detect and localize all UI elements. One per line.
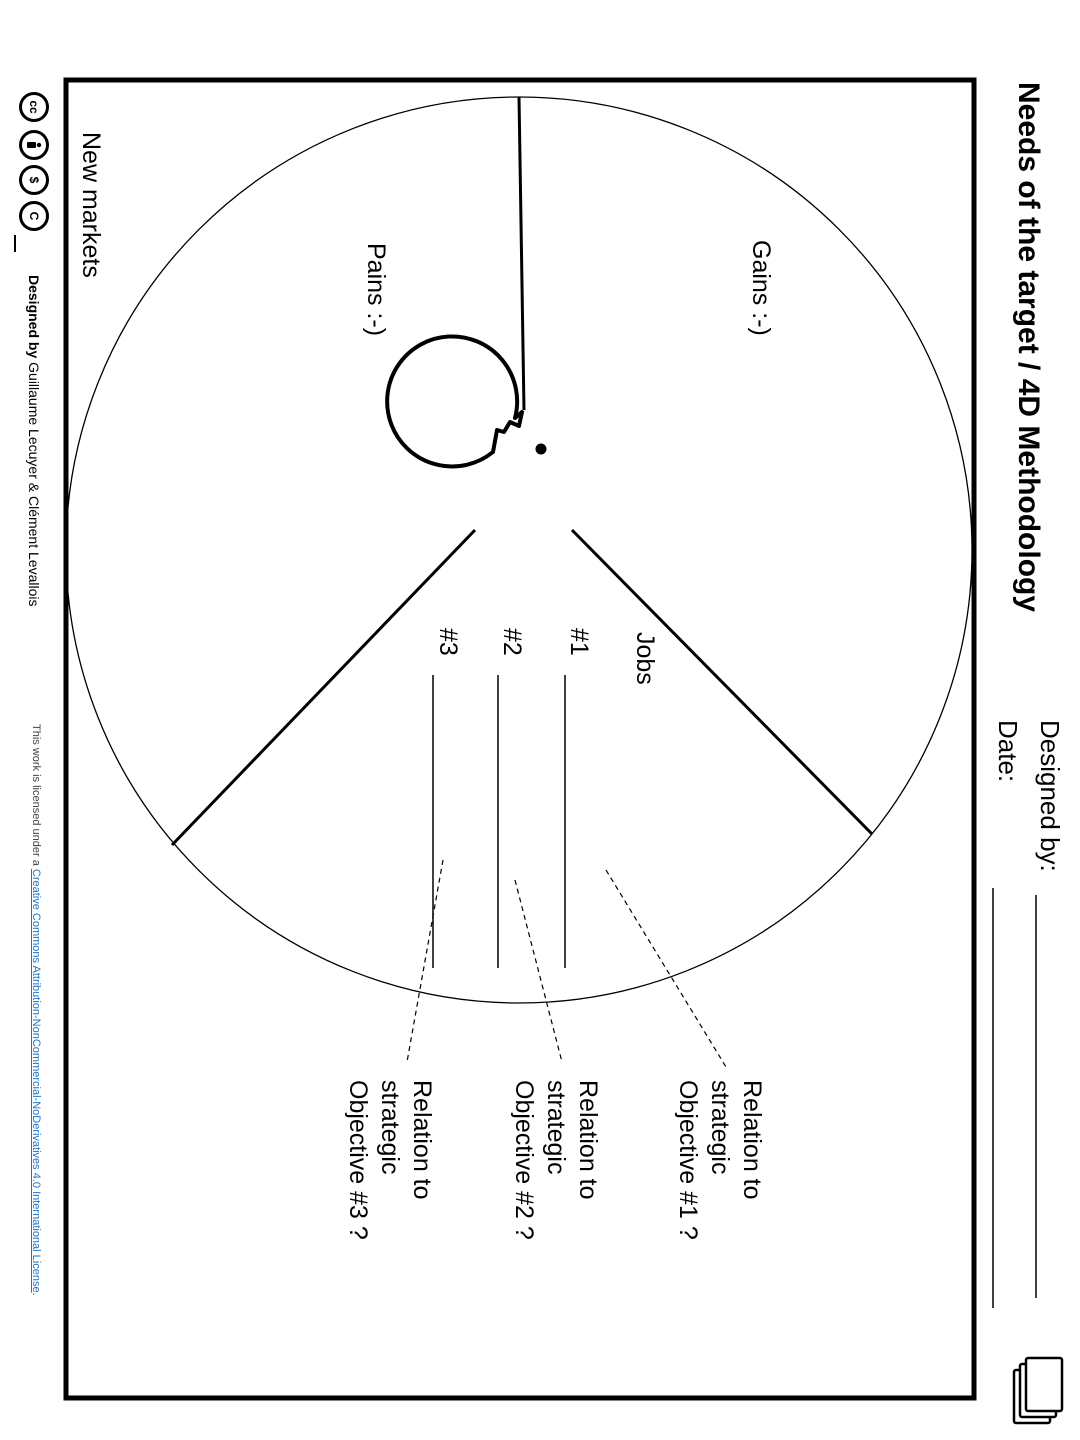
section-gains: Gains :-) bbox=[747, 240, 775, 336]
relation-3-line-3: Objective #3 ? bbox=[344, 1080, 372, 1240]
divider-gains-pains bbox=[517, 96, 526, 411]
date-label: Date: bbox=[993, 720, 1023, 783]
divider-gains-jobs bbox=[570, 528, 874, 836]
relation-2-line-2: strategic bbox=[542, 1080, 570, 1175]
relation-block-1: Relation to strategic Objective #1 ? bbox=[672, 1080, 768, 1240]
relation-2-line-1: Relation to bbox=[574, 1080, 602, 1200]
license-link[interactable]: Creative Commons Attribution-NonCommerci… bbox=[30, 868, 42, 1293]
target-circle bbox=[65, 96, 973, 1004]
relation-block-2: Relation to strategic Objective #2 ? bbox=[508, 1080, 604, 1240]
noderivatives-icon: C bbox=[19, 201, 49, 231]
relation-connector-3 bbox=[406, 859, 444, 1063]
relation-2-line-3: Objective #2 ? bbox=[510, 1080, 538, 1240]
noncommercial-icon: $ bbox=[19, 165, 49, 195]
license-suffix: . bbox=[30, 1292, 42, 1296]
relation-3-line-1: Relation to bbox=[408, 1080, 436, 1200]
relation-3-line-2: strategic bbox=[376, 1080, 404, 1175]
section-jobs: Jobs bbox=[631, 632, 659, 685]
head-icon bbox=[385, 334, 547, 469]
divider-pains-jobs bbox=[170, 528, 477, 847]
designed-by-label: Designed by: bbox=[1035, 720, 1065, 872]
relation-block-3: Relation to strategic Objective #3 ? bbox=[342, 1080, 438, 1240]
job-label-3: #3 bbox=[434, 628, 462, 656]
page-title: Needs of the target / 4D Methodology bbox=[1012, 82, 1045, 613]
canvas-frame bbox=[63, 77, 977, 1401]
job-label-1: #1 bbox=[565, 628, 593, 656]
relation-connector-1 bbox=[605, 869, 727, 1068]
attribution-icon bbox=[19, 130, 49, 160]
relation-1-line-1: Relation to bbox=[738, 1080, 766, 1200]
license-prefix: This work is licensed under a bbox=[30, 724, 42, 869]
designed-by-bold: Designed by bbox=[26, 275, 42, 359]
job-label-2: #2 bbox=[498, 628, 526, 656]
relation-1-line-3: Objective #1 ? bbox=[674, 1080, 702, 1240]
relation-1-line-2: strategic bbox=[706, 1080, 734, 1175]
section-new-markets: New markets bbox=[77, 132, 105, 278]
designers-names: Guillaume Lecuyer & Clément Levallois bbox=[26, 358, 42, 607]
relation-connector-2 bbox=[514, 879, 563, 1063]
copy-pages-icon bbox=[1012, 1356, 1064, 1425]
designed-by-credit: Designed by Guillaume Lecuyer & Clément … bbox=[26, 275, 42, 606]
license-text: This work is licensed under a Creative C… bbox=[30, 724, 42, 1296]
section-pains: Pains :-) bbox=[362, 243, 390, 337]
cc-icon: cc bbox=[19, 92, 49, 122]
